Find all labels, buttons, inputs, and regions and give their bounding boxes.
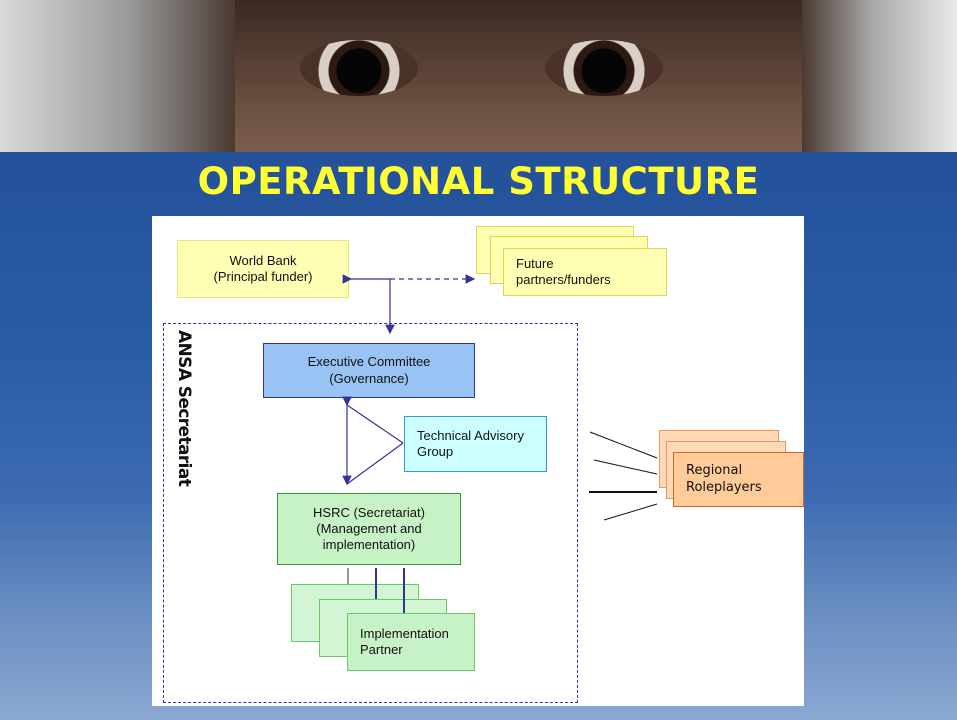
hsrc-box: HSRC (Secretariat) (Management and imple… [277,493,461,565]
regional-roleplayers-box: Regional Roleplayers [673,452,804,507]
photo-right-shade [802,0,957,152]
photo-left-shade [0,0,235,152]
future-partners-box: Future partners/funders [503,248,667,296]
regional-line-4 [603,503,658,521]
exec-technical-line [346,404,404,444]
hsrc-technical-line [346,442,404,485]
left-eye [300,40,418,96]
world-bank-box: World Bank (Principal funder) [177,240,349,298]
regional-line-1 [589,431,658,459]
header-photo [0,0,957,152]
slide-title: OPERATIONAL STRUCTURE [197,160,760,203]
technical-advisory-box: Technical Advisory Group [404,416,547,472]
right-eye [545,40,663,96]
regional-line-2 [593,459,658,475]
implementation-partner-box: Implementation Partner [347,613,475,671]
secretariat-frame [163,323,578,703]
executive-committee-box: Executive Committee (Governance) [263,343,475,398]
